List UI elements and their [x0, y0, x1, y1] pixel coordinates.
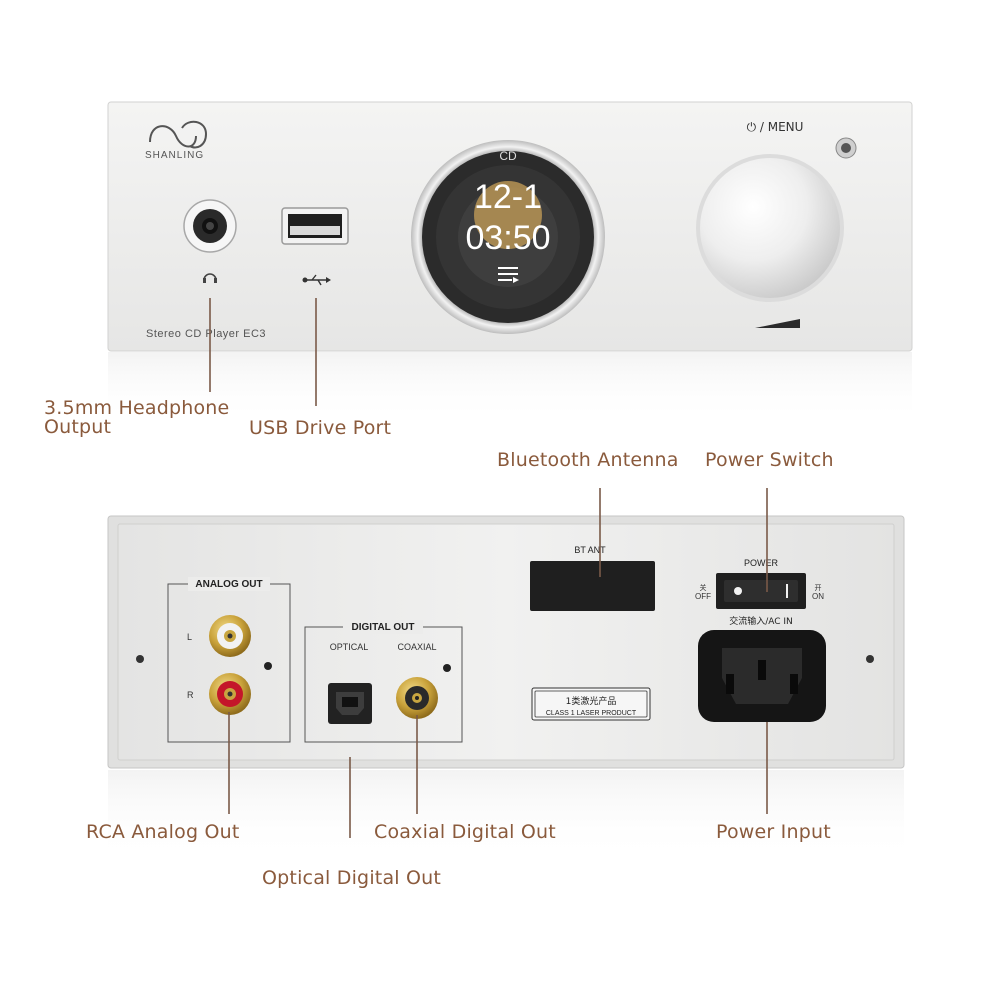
- analog-out-group: ANALOG OUT L R: [167, 577, 291, 743]
- ac-in-label: 交流输入/AC IN: [729, 615, 793, 627]
- channel-l-label: L: [187, 632, 192, 642]
- svg-text:CLASS 1 LASER PRODUCT: CLASS 1 LASER PRODUCT: [546, 710, 637, 717]
- bluetooth-antenna: [530, 561, 655, 611]
- panel-screw: [136, 655, 144, 663]
- callout-power-switch: Power Switch: [705, 449, 834, 471]
- digital-out-group: DIGITAL OUT OPTICAL COAXIAL: [304, 620, 463, 743]
- rca-left-jack[interactable]: [209, 615, 251, 657]
- volume-indicator-wedge: [755, 319, 800, 328]
- screen-source: CD: [499, 149, 517, 163]
- shanling-logo: SHANLING: [145, 120, 208, 161]
- off-label: OFF: [695, 592, 711, 601]
- callout-bluetooth-antenna: Bluetooth Antenna: [497, 449, 679, 471]
- optical-port[interactable]: [328, 683, 372, 724]
- ground-hole: [264, 662, 272, 670]
- callout-optical-digital-out: Optical Digital Out: [262, 867, 442, 889]
- callout-power-input: Power Input: [716, 821, 831, 843]
- disc-label-art: [474, 181, 542, 249]
- menu-label: ⏻ / MENU: [747, 120, 804, 134]
- svg-text:关: 关: [700, 583, 707, 592]
- ac-power-inlet[interactable]: [698, 630, 826, 722]
- bt-ant-label: BT ANT: [574, 545, 606, 555]
- headphone-icon: [203, 273, 217, 283]
- laser-product-label: 1类激光产品 CLASS 1 LASER PRODUCT: [531, 687, 651, 721]
- ir-sensor: [835, 137, 857, 159]
- callout-usb: USB Drive Port: [249, 417, 392, 439]
- on-label: ON: [812, 592, 824, 601]
- usb-icon: [302, 274, 331, 286]
- analog-out-label: ANALOG OUT: [195, 579, 262, 590]
- svg-text:开: 开: [815, 584, 822, 592]
- ground-hole: [443, 664, 451, 672]
- svg-text:1类激光产品: 1类激光产品: [566, 695, 617, 707]
- callout-headphone-line1: 3.5mm Headphone: [44, 397, 230, 419]
- model-label: Stereo CD Player EC3: [146, 328, 266, 340]
- front-panel: SHANLING Stereo CD Player EC3: [107, 101, 913, 422]
- power-switch[interactable]: [716, 573, 806, 609]
- power-label: POWER: [744, 558, 779, 568]
- playlist-icon: [498, 267, 519, 283]
- screen-track: 12-1: [474, 178, 542, 216]
- coaxial-port[interactable]: [396, 677, 438, 719]
- coaxial-label: COAXIAL: [397, 642, 436, 652]
- leader-lines: [209, 298, 768, 838]
- brand-name: SHANLING: [145, 150, 204, 161]
- headphone-jack[interactable]: [183, 199, 237, 253]
- callout-coaxial-digital-out: Coaxial Digital Out: [374, 821, 556, 843]
- digital-out-label: DIGITAL OUT: [352, 622, 415, 633]
- round-display: CD 12-1 03:50: [411, 140, 605, 334]
- rca-right-jack[interactable]: [209, 673, 251, 715]
- back-panel: ANALOG OUT L R DIGITAL OUT OPTICAL: [107, 515, 905, 860]
- usb-port[interactable]: [281, 207, 349, 245]
- volume-menu-knob[interactable]: [696, 154, 844, 302]
- callout-rca-analog-out: RCA Analog Out: [86, 821, 240, 843]
- channel-r-label: R: [187, 690, 194, 700]
- panel-screw: [866, 655, 874, 663]
- callout-headphone-line2: Output: [44, 416, 112, 438]
- optical-label: OPTICAL: [330, 642, 369, 652]
- screen-time: 03:50: [465, 219, 550, 257]
